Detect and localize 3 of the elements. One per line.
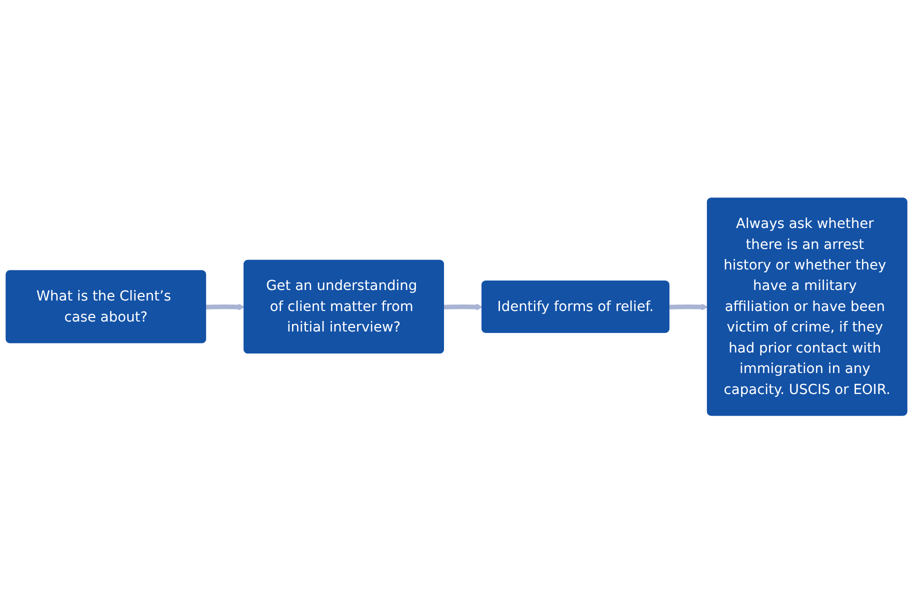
- arrow: [206, 303, 245, 310]
- arrow: [669, 303, 708, 310]
- arrow: [444, 303, 483, 310]
